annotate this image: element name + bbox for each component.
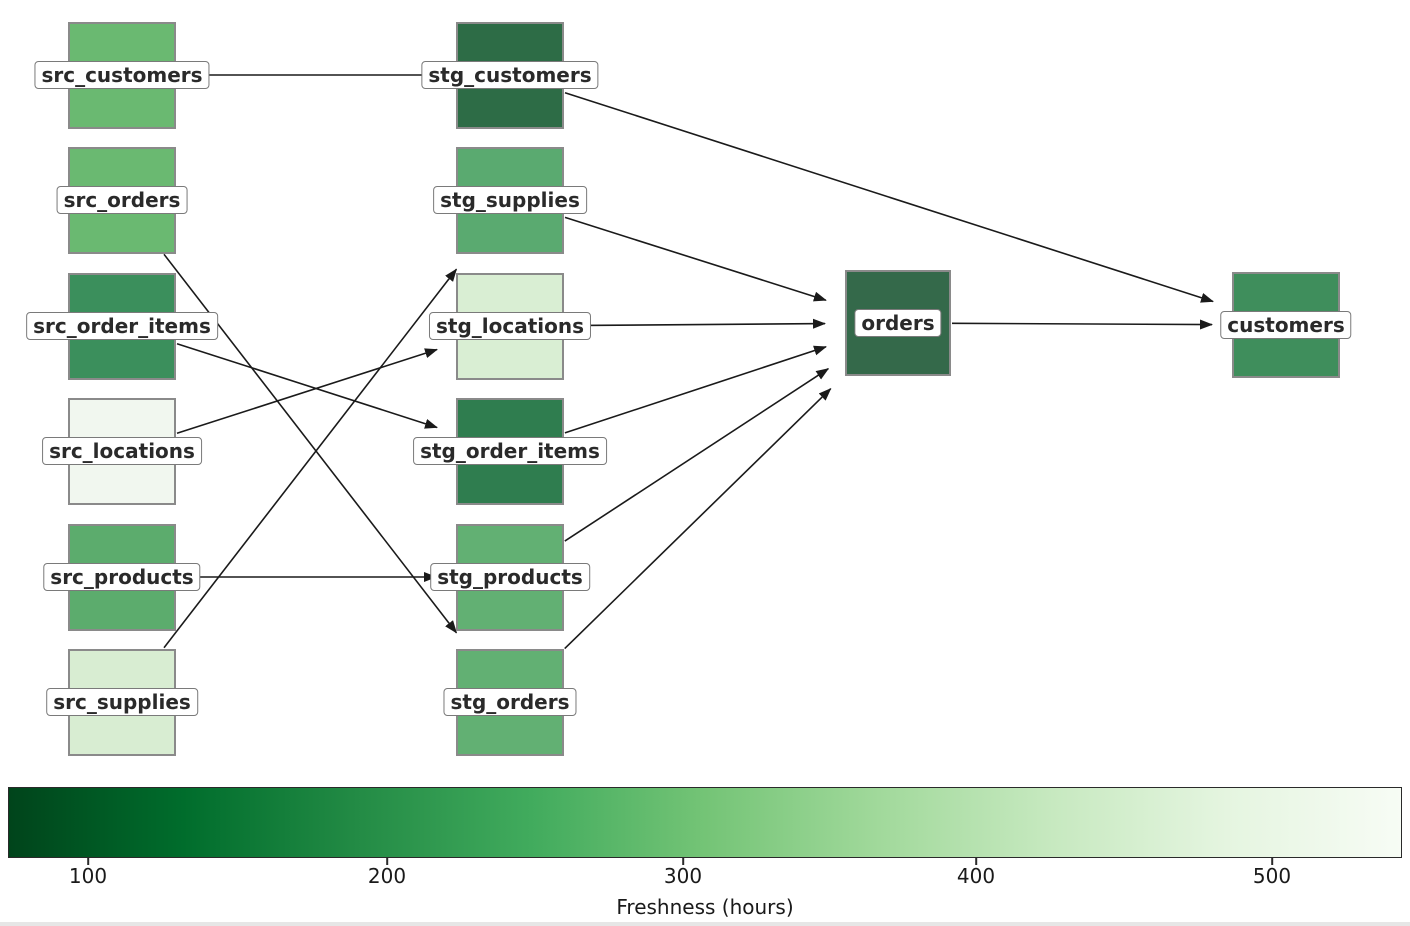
node-label-stg_supplies: stg_supplies [433, 186, 587, 214]
edge-stg_customers-to-customers [564, 91, 1214, 303]
colorbar-tick-500 [1271, 858, 1273, 865]
edge-stg_orders-to-orders [564, 388, 832, 650]
node-label-src_order_items: src_order_items [26, 312, 218, 340]
node-label-src_customers: src_customers [34, 61, 210, 89]
edge-src_supplies-to-stg_supplies [163, 268, 458, 649]
node-label-customers: customers [1220, 311, 1352, 339]
node-label-stg_customers: stg_customers [421, 61, 599, 89]
node-label-src_locations: src_locations [42, 437, 202, 465]
node-label-src_orders: src_orders [56, 186, 188, 214]
node-label-src_supplies: src_supplies [46, 688, 198, 716]
node-label-stg_products: stg_products [430, 563, 590, 591]
colorbar-tick-label-500: 500 [1252, 864, 1292, 888]
colorbar-tick-100 [87, 858, 89, 865]
edge-stg_supplies-to-orders [564, 216, 827, 302]
colorbar-tick-label-100: 100 [68, 864, 108, 888]
edge-stg_products-to-orders [564, 368, 830, 542]
edge-src_order_items-to-stg_order_items [176, 342, 438, 429]
colorbar-tick-label-200: 200 [367, 864, 407, 888]
node-label-src_products: src_products [43, 563, 201, 591]
edge-stg_order_items-to-orders [564, 345, 827, 434]
colorbar-axis-label: Freshness (hours) [616, 895, 794, 919]
node-label-stg_orders: stg_orders [443, 688, 577, 716]
colorbar-tick-300 [682, 858, 684, 865]
node-label-stg_order_items: stg_order_items [413, 437, 607, 465]
edge-orders-to-customers [951, 319, 1213, 330]
edge-src_locations-to-stg_locations [176, 348, 438, 435]
edge-stg_locations-to-orders [564, 318, 826, 329]
colorbar-tick-200 [386, 858, 388, 865]
bottom-border [0, 922, 1410, 926]
colorbar-gradient [8, 787, 1402, 858]
node-label-stg_locations: stg_locations [428, 312, 592, 340]
node-label-orders: orders [854, 309, 942, 337]
colorbar-tick-label-400: 400 [956, 864, 996, 888]
colorbar-tick-400 [975, 858, 977, 865]
colorbar-tick-label-300: 300 [663, 864, 703, 888]
